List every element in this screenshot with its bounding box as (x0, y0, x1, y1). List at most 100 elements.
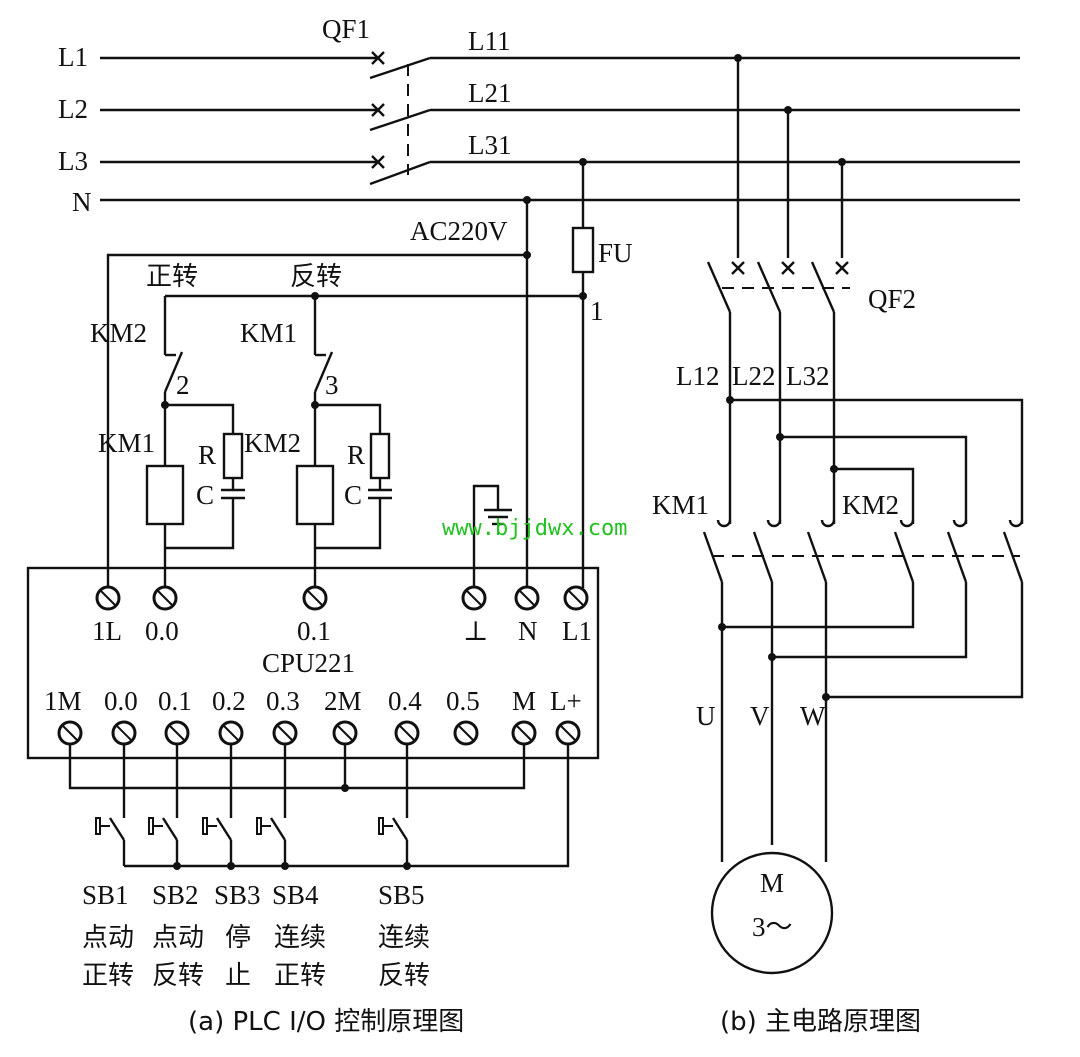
reverse-label: 反转 (290, 262, 342, 292)
out-label-earth: ⊥ (463, 616, 488, 646)
resistor-r2 (369, 432, 391, 480)
c2-label: C (344, 480, 362, 510)
terminal-lplus (555, 720, 581, 746)
line-l3-label: L3 (58, 146, 88, 176)
fuse-fu (571, 226, 595, 274)
in-label-0-2: 0.2 (212, 686, 246, 716)
plc-cpu221-box (26, 566, 600, 760)
terminal-in-0-4 (394, 720, 420, 746)
in-label-0-4: 0.4 (388, 686, 422, 716)
input-terminals (57, 720, 581, 746)
line-l1-label: L1 (58, 42, 88, 72)
in-label-m: M (512, 686, 536, 716)
sb3-desc-2: 止 (225, 961, 251, 991)
breaker-x-marks (371, 51, 385, 169)
terminal-1m (57, 720, 83, 746)
km2-nc-label: KM2 (90, 318, 147, 348)
out-label-0-0: 0.0 (145, 616, 179, 646)
motor-label: M (760, 868, 784, 898)
in-label-2m: 2M (324, 686, 362, 716)
in-label-0-0: 0.0 (104, 686, 138, 716)
out-label-l1: L1 (562, 616, 592, 646)
sb3-label: SB3 (214, 880, 261, 910)
terminal-in-0-5 (453, 720, 479, 746)
input-wiring (68, 744, 570, 870)
pushbutton-sb5 (378, 744, 409, 866)
qf2-label: QF2 (868, 284, 916, 314)
ac220v-label: AC220V (410, 216, 508, 246)
sb3-desc-1: 停 (225, 923, 251, 953)
in-label-lplus: L+ (550, 686, 582, 716)
phase-v-label: V (750, 701, 770, 731)
qf1-label: QF1 (322, 14, 370, 44)
line-l32-label: L32 (786, 361, 830, 391)
resistor-r1 (222, 432, 244, 480)
sb5-desc-1: 连续 (378, 923, 430, 953)
fuse-label: FU (598, 238, 633, 268)
plc-model-label: CPU221 (262, 648, 355, 678)
line-l22-label: L22 (732, 361, 776, 391)
terminal-out-0-0 (152, 585, 178, 611)
motor-sub-label: 3～ (752, 912, 793, 942)
in-label-1m: 1M (44, 686, 82, 716)
sb1-desc-1: 点动 (82, 923, 134, 953)
sb2-desc-2: 反转 (152, 961, 204, 991)
terminal-in-0-1 (164, 720, 190, 746)
in-label-0-1: 0.1 (158, 686, 192, 716)
terminal-m (511, 720, 537, 746)
terminal-in-0-3 (272, 720, 298, 746)
sb5-label: SB5 (378, 880, 425, 910)
pushbutton-sb1 (95, 744, 126, 866)
sb4-desc-2: 正转 (274, 961, 326, 991)
line-l11-label: L11 (468, 26, 511, 56)
terminal-out-0-1 (302, 585, 328, 611)
km2-coil (295, 464, 335, 526)
supply-lines (100, 51, 1020, 202)
phase-w-label: W (800, 701, 826, 731)
sb1-label: SB1 (82, 880, 129, 910)
out-label-0-1: 0.1 (297, 616, 331, 646)
line-l2-label: L2 (58, 94, 88, 124)
sb2-label: SB2 (152, 880, 199, 910)
motor-circle (710, 851, 834, 975)
pushbutton-sb3 (202, 744, 233, 866)
out-label-1l: 1L (92, 616, 122, 646)
pushbutton-sb2 (148, 744, 179, 866)
km2-coil-label: KM2 (244, 428, 301, 458)
r2-label: R (347, 440, 365, 470)
terminal-2m (332, 720, 358, 746)
node-2-label: 2 (176, 370, 190, 400)
caption-b: (b) 主电路原理图 (720, 1007, 921, 1037)
sb1-desc-2: 正转 (82, 961, 134, 991)
line-l12-label: L12 (676, 361, 720, 391)
sb5-desc-2: 反转 (378, 961, 430, 991)
watermark: www.bjjdwx.com (442, 516, 627, 541)
pushbutton-sb4 (256, 744, 287, 866)
forward-label: 正转 (146, 262, 198, 292)
terminal-in-0-0 (111, 720, 137, 746)
main-km2-label: KM2 (842, 490, 899, 520)
node-1-label: 1 (590, 296, 604, 326)
sb4-desc-1: 连续 (274, 923, 326, 953)
terminal-n (514, 585, 540, 611)
line-l31-label: L31 (468, 130, 512, 160)
control-wiring (106, 158, 595, 588)
km1-coil (145, 464, 185, 526)
km1-nc-label: KM1 (240, 318, 297, 348)
main-circuit-wiring (702, 54, 1024, 975)
terminal-in-0-2 (218, 720, 244, 746)
sb4-label: SB4 (272, 880, 319, 910)
line-n-label: N (72, 187, 92, 217)
output-terminals (95, 585, 589, 611)
sb2-desc-1: 点动 (152, 923, 204, 953)
c1-label: C (196, 480, 214, 510)
terminal-earth (461, 585, 487, 611)
terminal-l1 (563, 585, 589, 611)
r1-label: R (198, 440, 216, 470)
km1-coil-label: KM1 (98, 428, 155, 458)
in-label-0-5: 0.5 (446, 686, 480, 716)
line-l21-label: L21 (468, 78, 512, 108)
phase-u-label: U (696, 701, 716, 731)
caption-a: (a) PLC I/O 控制原理图 (188, 1007, 464, 1037)
